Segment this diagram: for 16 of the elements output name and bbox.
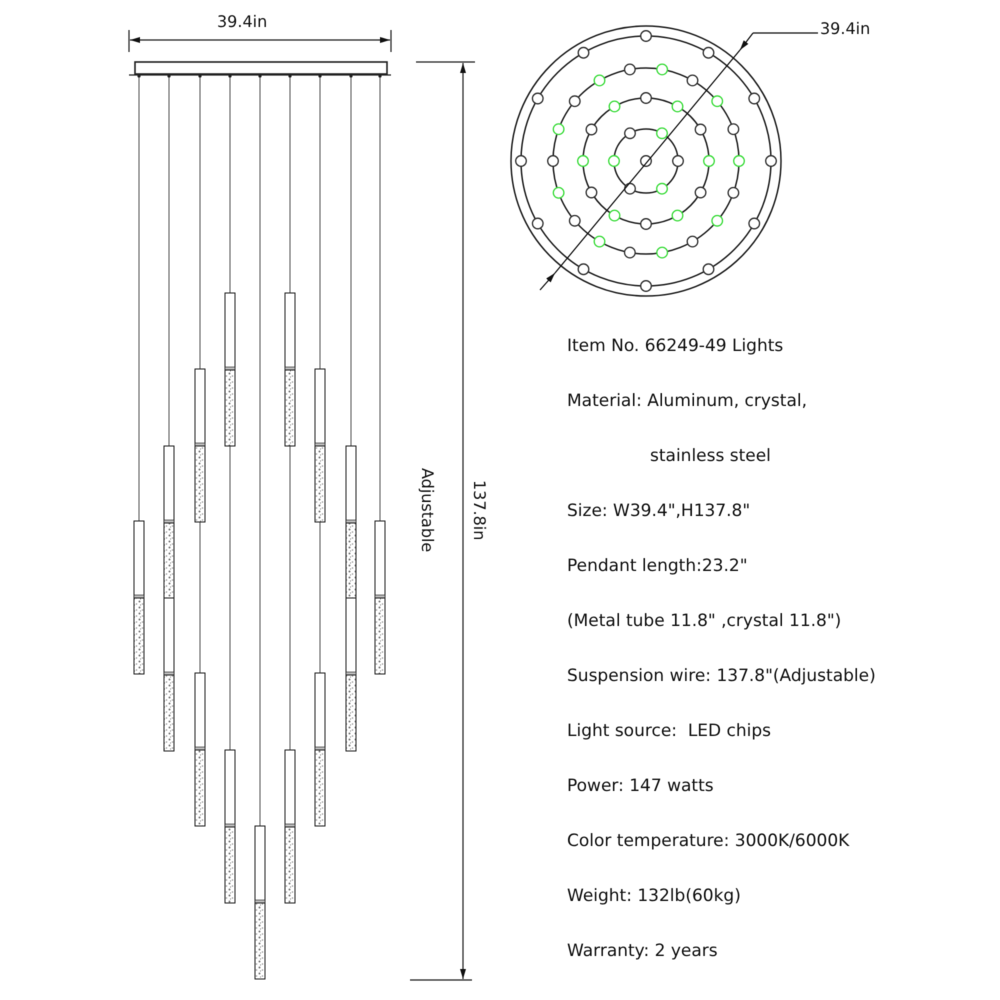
adjustable-note: Adjustable	[418, 468, 438, 552]
spec-text: Power: 147 watts	[567, 776, 714, 796]
spec-text: Size: W39.4",H137.8"	[567, 501, 750, 522]
dimension-label: 137.8in	[470, 480, 490, 540]
spec-text: Light source: LED chips	[567, 721, 772, 742]
spec-text: Item No. 66249-49 Lights	[567, 336, 784, 356]
spec-text: Color temperature: 3000K/6000K	[567, 831, 850, 852]
spec-text: (Metal tube 11.8" ,crystal 11.8")	[567, 611, 842, 632]
spec-text: Pendant length:23.2"	[567, 556, 748, 576]
dimension-label: 39.4in	[217, 12, 268, 32]
spec-text: Material: Aluminum, crystal,	[567, 391, 807, 412]
spec-text: stainless steel	[650, 446, 771, 466]
spec-text: Suspension wire: 137.8"(Adjustable)	[567, 666, 876, 686]
dimension-label: 39.4in	[820, 19, 870, 38]
spec-text: Warranty: 2 years	[567, 941, 718, 962]
spec-text: Weight: 132lb(60kg)	[567, 886, 741, 906]
